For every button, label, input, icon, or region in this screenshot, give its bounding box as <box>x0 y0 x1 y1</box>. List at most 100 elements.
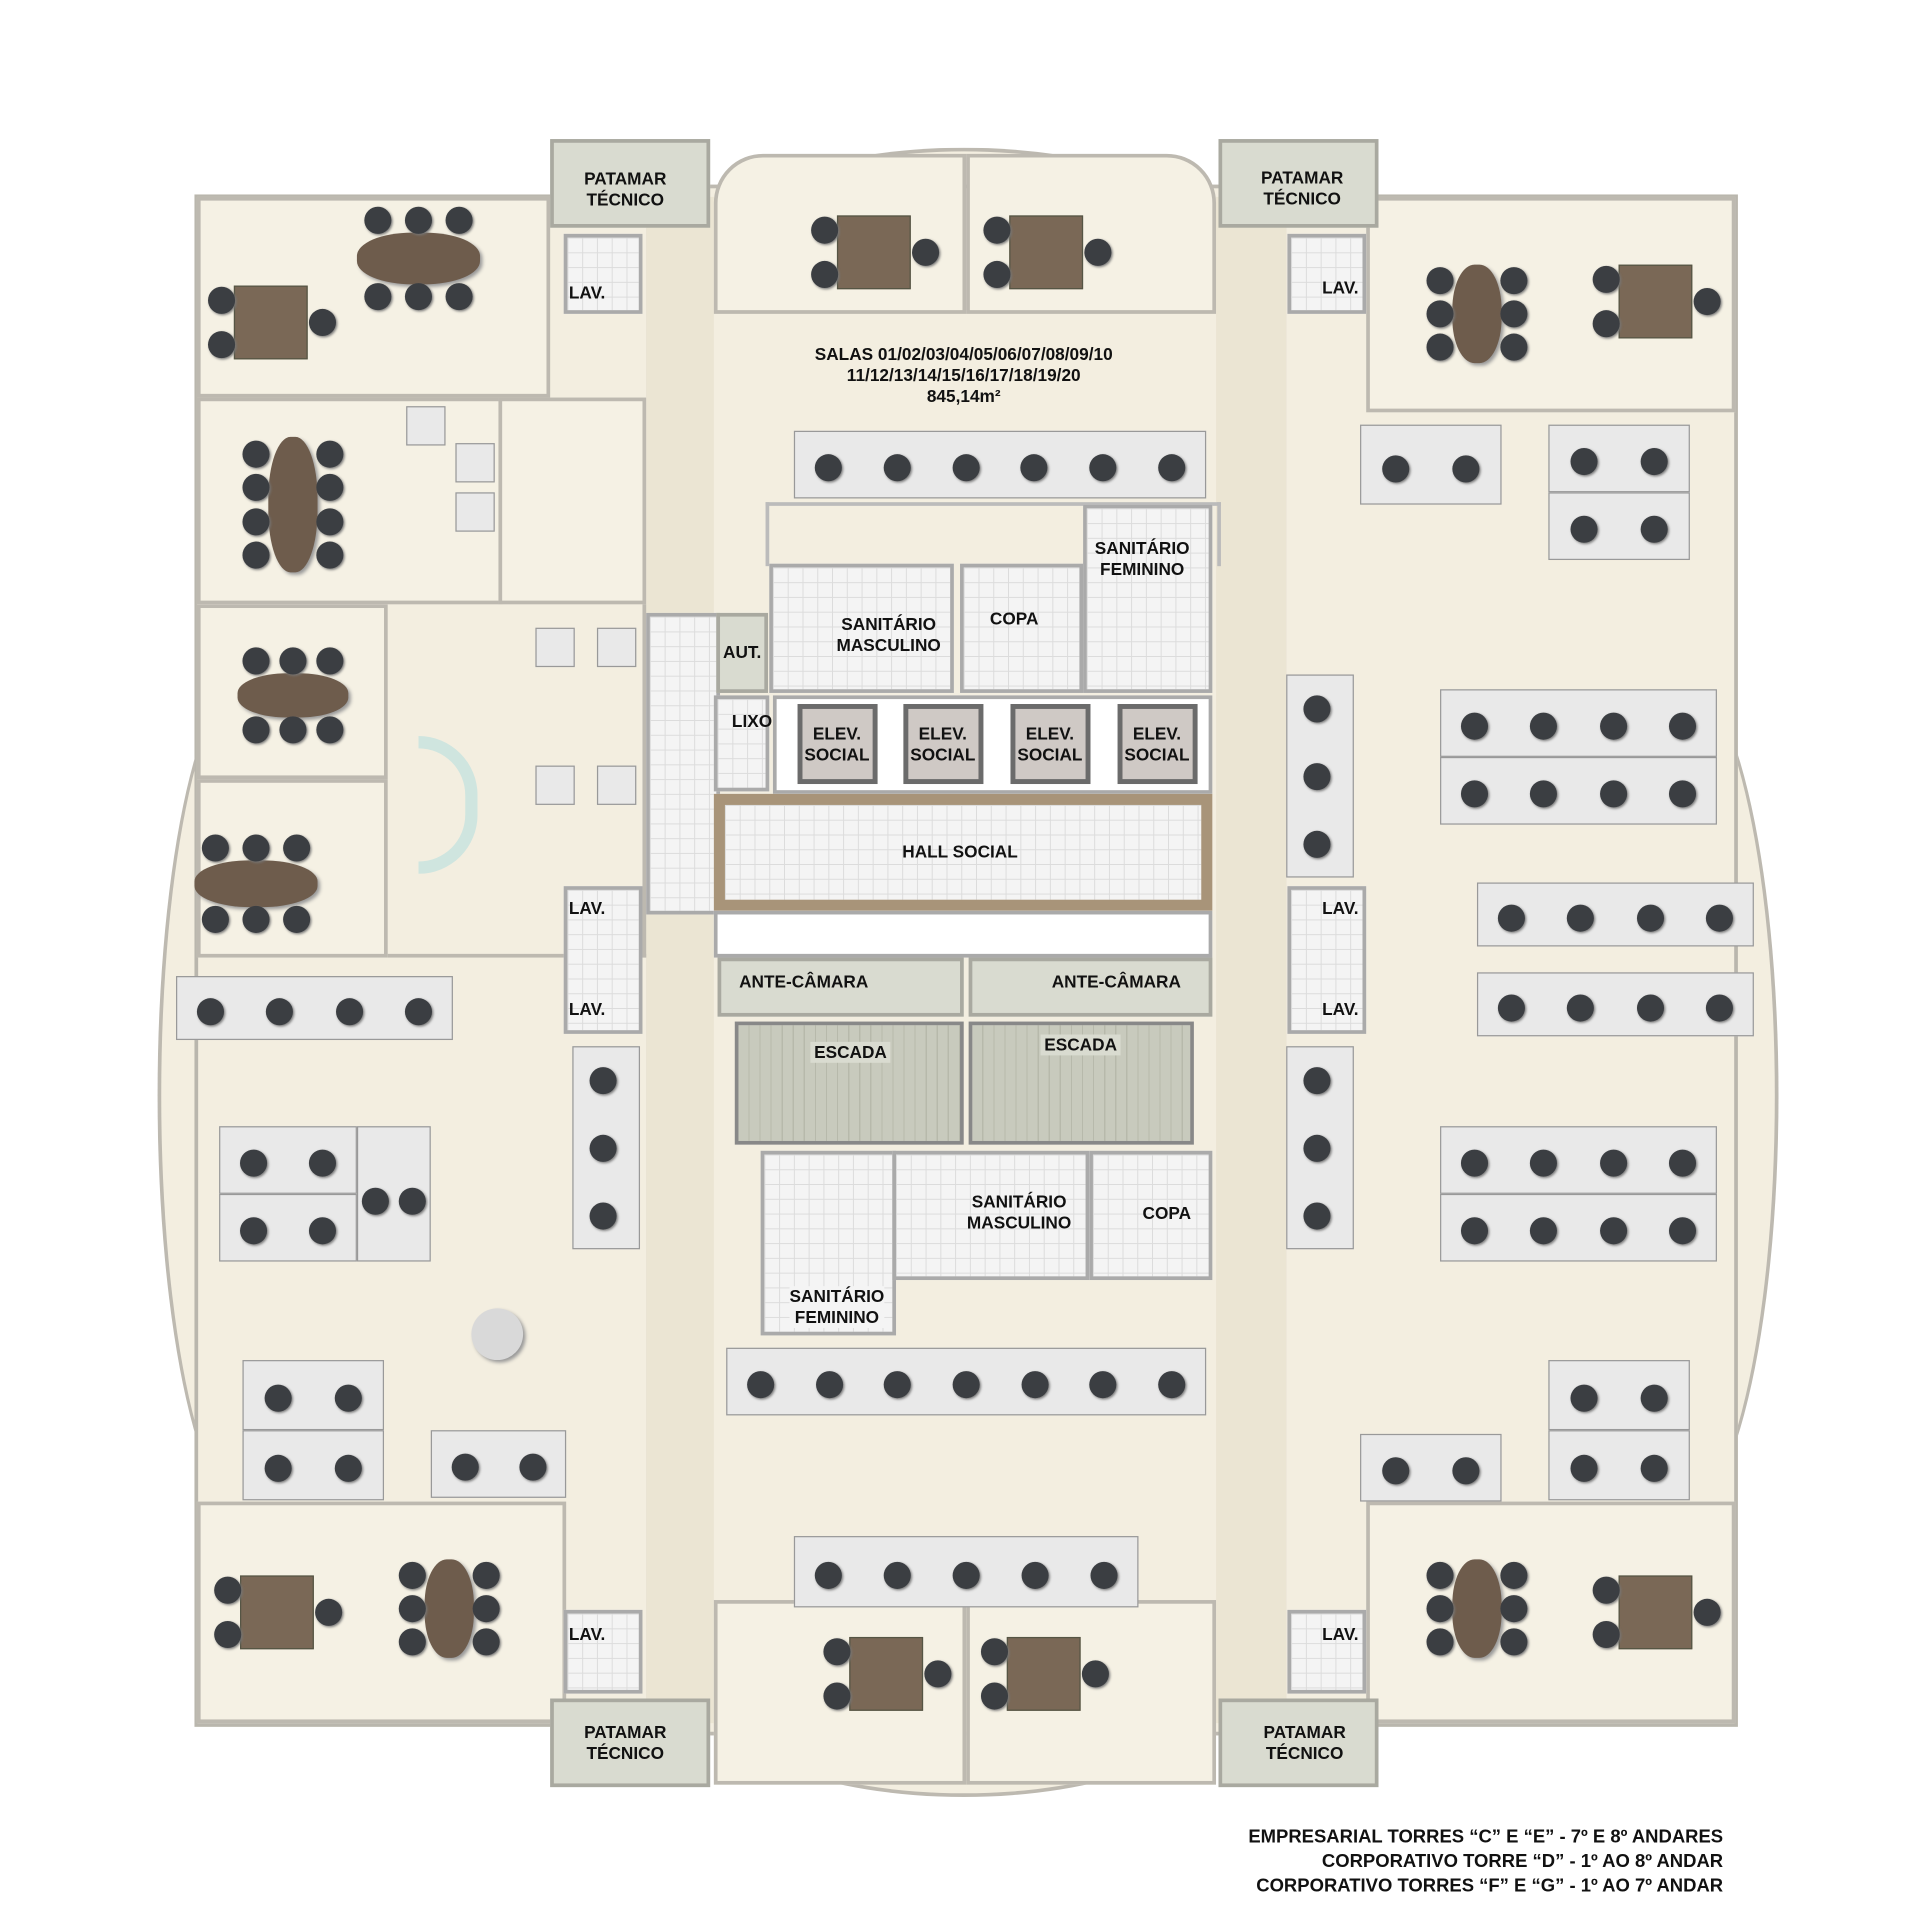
chair-icon <box>1530 1217 1558 1245</box>
chair-icon <box>197 997 225 1025</box>
chair-icon <box>1640 1385 1669 1413</box>
chair-icon <box>823 1638 851 1666</box>
chair-icon <box>883 454 911 482</box>
rooms-area: 845,14m² <box>926 385 1001 406</box>
chair-icon <box>279 647 307 675</box>
elev-social-label: ELEV. SOCIAL <box>804 723 870 765</box>
sanitario-masculino-top[interactable] <box>769 563 954 693</box>
chair-icon <box>1303 1066 1331 1094</box>
chair-icon <box>589 1134 617 1162</box>
executive-desk <box>1009 215 1084 290</box>
patamar-tecnico-bottom-left <box>550 1698 711 1788</box>
chair-icon <box>308 1217 337 1245</box>
chair-icon <box>1567 904 1595 932</box>
lixo-room[interactable] <box>713 695 770 792</box>
room-left-meeting[interactable] <box>196 397 503 605</box>
lavatory[interactable] <box>1287 886 1367 1034</box>
rooms-title-line1: SALAS 01/02/03/04/05/06/07/08/09/10 <box>814 344 1113 364</box>
ante-camara-right[interactable] <box>968 957 1213 1017</box>
meeting-table <box>424 1559 474 1658</box>
executive-desk <box>836 215 911 290</box>
chair-icon <box>201 834 229 862</box>
lavatory[interactable] <box>563 886 643 1034</box>
hall-social[interactable] <box>713 793 1213 911</box>
chair-icon <box>308 1149 337 1177</box>
patamar-label: PATAMAR TÉCNICO <box>1261 167 1344 209</box>
chair-icon <box>242 541 270 569</box>
meeting-table <box>237 673 349 718</box>
lavatory[interactable] <box>1287 1609 1367 1694</box>
escada-left[interactable] <box>734 1021 964 1145</box>
elevator-3[interactable] <box>1010 704 1091 785</box>
chair-icon <box>1693 1598 1721 1626</box>
elevator-1[interactable] <box>797 704 878 785</box>
ante-camara-label: ANTE-CÂMARA <box>739 971 869 992</box>
workstation <box>1548 1430 1690 1501</box>
room-left-office[interactable] <box>498 397 647 605</box>
elevator-4[interactable] <box>1117 704 1198 785</box>
armchair <box>596 627 637 668</box>
chair-icon <box>1498 904 1526 932</box>
elevator-2[interactable] <box>903 704 984 785</box>
chair-icon <box>1500 1627 1528 1656</box>
chair-icon <box>589 1201 617 1229</box>
chair-icon <box>308 308 337 337</box>
chair-icon <box>1599 780 1627 808</box>
round-table <box>471 1308 524 1361</box>
chair-icon <box>1592 1576 1620 1604</box>
chair-icon <box>746 1371 774 1399</box>
chair-icon <box>445 283 474 311</box>
lav-label: LAV. <box>1322 1624 1359 1644</box>
chair-icon <box>279 716 307 744</box>
chair-icon <box>815 1371 843 1399</box>
executive-desk <box>1006 1636 1081 1711</box>
armchair <box>455 443 495 483</box>
chair-icon <box>242 508 270 536</box>
patamar-tecnico-bottom-right <box>1218 1698 1379 1788</box>
chair-icon <box>1570 1455 1598 1483</box>
chair-icon <box>1640 448 1669 476</box>
chair-icon <box>1084 238 1112 266</box>
lavatory[interactable] <box>563 233 643 314</box>
ante-camara-left[interactable] <box>717 957 964 1017</box>
executive-desk <box>1618 1575 1693 1650</box>
sanitario-feminino-top[interactable] <box>1083 504 1213 693</box>
office-bottom-left[interactable] <box>713 1600 967 1785</box>
copa-top[interactable] <box>960 563 1084 693</box>
chair-icon <box>1530 780 1558 808</box>
lavatory[interactable] <box>563 1609 643 1694</box>
chair-icon <box>912 238 940 266</box>
chair-icon <box>316 474 344 502</box>
chair-icon <box>1500 300 1528 328</box>
chair-icon <box>242 905 270 933</box>
chair-icon <box>1461 712 1489 741</box>
chair-icon <box>1668 1149 1696 1177</box>
escada-right[interactable] <box>968 1021 1194 1145</box>
chair-icon <box>404 997 432 1025</box>
chair-icon <box>1303 1134 1331 1162</box>
chair-icon <box>1089 454 1117 482</box>
chair-icon <box>242 440 270 468</box>
shafts <box>713 910 1213 958</box>
chair-icon <box>1570 516 1598 544</box>
office-top-right[interactable] <box>966 153 1217 314</box>
copa-bottom[interactable] <box>1089 1150 1213 1281</box>
chair-icon <box>1089 1371 1117 1399</box>
caption-line-1: EMPRESARIAL TORRES “C” E “E” - 7º E 8º A… <box>1248 1826 1724 1848</box>
elev-social-label: ELEV. SOCIAL <box>1124 723 1190 765</box>
sanitario-masculino-label: SANITÁRIO MASCULINO <box>836 614 941 655</box>
core-top-wall <box>765 502 1221 567</box>
chair-icon <box>363 206 391 234</box>
chair-icon <box>316 541 344 569</box>
chair-icon <box>1426 300 1454 328</box>
patamar-label: PATAMAR TÉCNICO <box>1263 1721 1346 1763</box>
workstation <box>1548 424 1690 493</box>
chair-icon <box>1500 333 1528 361</box>
chair-icon <box>1567 993 1595 1022</box>
reception-area <box>387 604 647 958</box>
chair-icon <box>1021 1561 1049 1589</box>
sanitario-masculino-bottom[interactable] <box>892 1150 1090 1281</box>
chair-icon <box>983 216 1011 244</box>
lavatory[interactable] <box>1287 233 1367 314</box>
chair-icon <box>1498 993 1526 1022</box>
